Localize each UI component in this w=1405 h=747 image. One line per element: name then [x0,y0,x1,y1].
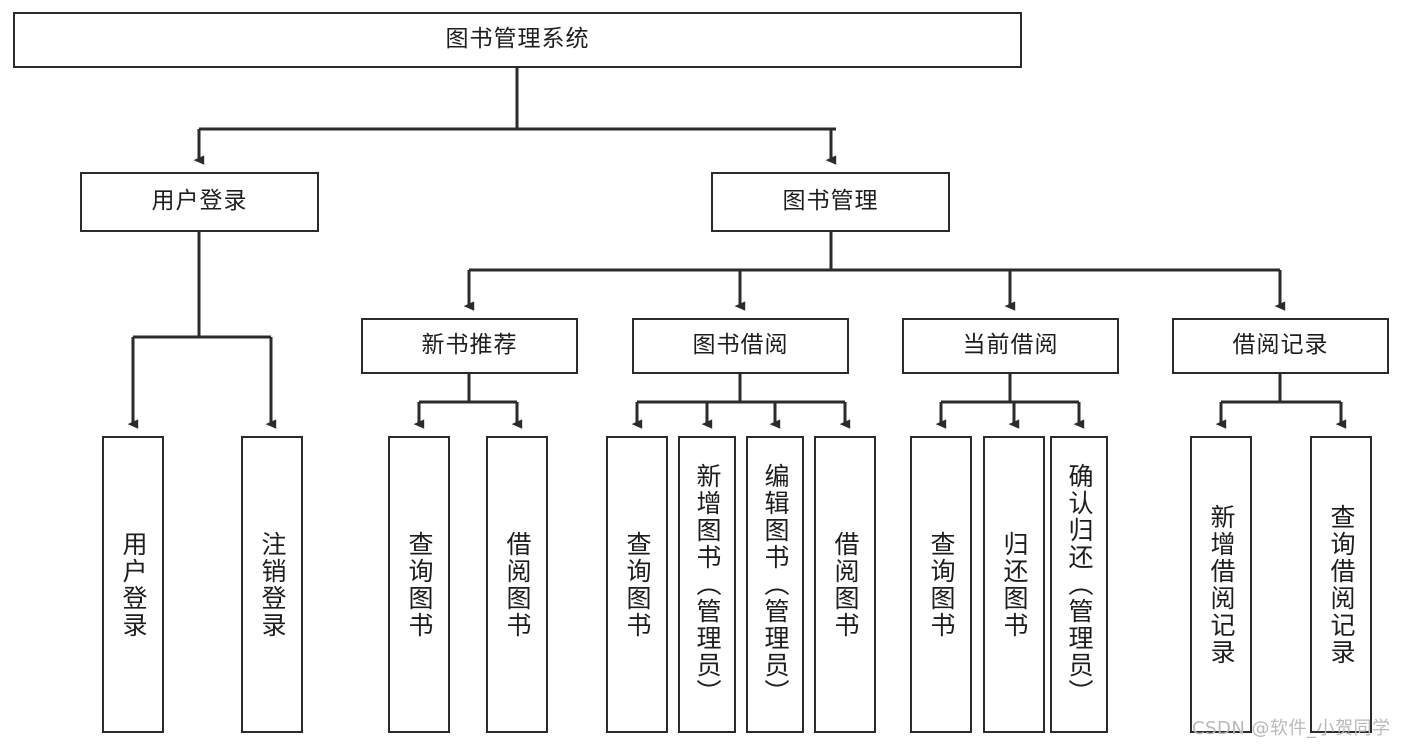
leaf-label: 新增借阅记录 [1207,503,1236,666]
leaf-label: 借阅图书 [503,530,532,639]
leaf-query-books-current[interactable]: 查询图书 [910,436,972,733]
node-book-management[interactable]: 图书管理 [711,172,950,232]
leaf-query-borrow-record[interactable]: 查询借阅记录 [1310,436,1372,733]
leaf-label: 查询借阅记录 [1327,503,1356,666]
node-current-borrow[interactable]: 当前借阅 [902,318,1119,374]
leaf-label: 注销登录 [258,530,287,639]
leaf-add-borrow-record[interactable]: 新增借阅记录 [1190,436,1252,733]
node-new-book-recommend[interactable]: 新书推荐 [361,318,578,374]
leaf-query-books-borrow[interactable]: 查询图书 [606,436,668,733]
leaf-user-login[interactable]: 用户登录 [102,436,164,733]
leaf-return-books[interactable]: 归还图书 [983,436,1045,733]
leaf-label: 归还图书 [1000,530,1029,639]
leaf-label: 用户登录 [119,530,148,639]
leaf-label: 借阅图书 [831,530,860,639]
leaf-label: 确认归还（管理员） [1065,463,1094,706]
leaf-query-books-recommend[interactable]: 查询图书 [388,436,450,733]
leaf-label: 查询图书 [623,530,652,639]
leaf-label: 查询图书 [927,530,956,639]
leaf-label: 编辑图书（管理员） [761,463,790,706]
node-root[interactable]: 图书管理系统 [13,12,1022,68]
node-borrow-records[interactable]: 借阅记录 [1172,318,1389,374]
leaf-label: 新增图书（管理员） [693,463,722,706]
leaf-edit-book-admin[interactable]: 编辑图书（管理员） [746,436,804,733]
leaf-borrow-books-recommend[interactable]: 借阅图书 [486,436,548,733]
csdn-watermark: CSDN @软件_小贺同学 [1192,718,1391,739]
leaf-confirm-return-admin[interactable]: 确认归还（管理员） [1050,436,1108,733]
node-book-borrow[interactable]: 图书借阅 [632,318,849,374]
leaf-logout[interactable]: 注销登录 [241,436,303,733]
leaf-borrow-books[interactable]: 借阅图书 [814,436,876,733]
leaf-add-book-admin[interactable]: 新增图书（管理员） [678,436,736,733]
leaf-label: 查询图书 [405,530,434,639]
node-user-login[interactable]: 用户登录 [80,172,319,232]
